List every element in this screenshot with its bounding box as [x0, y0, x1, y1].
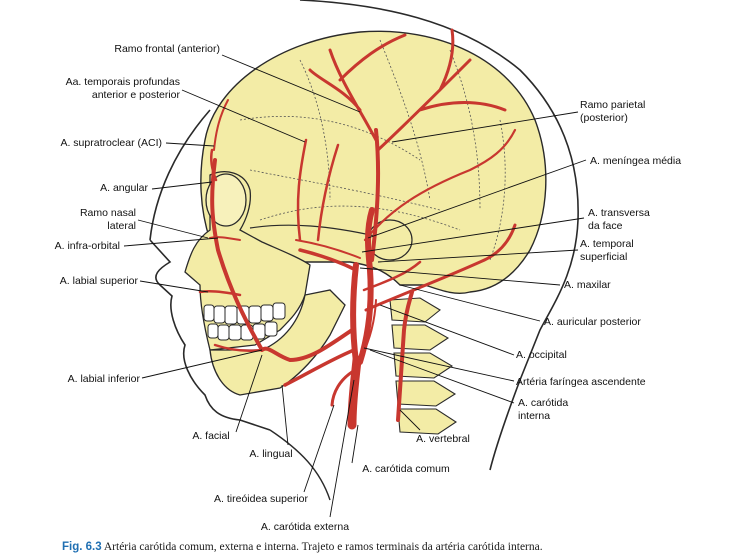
artery-carotida-comum: [347, 355, 362, 430]
label-ramo-parietal-2: (posterior): [580, 112, 628, 124]
artery-labial-inferior: [213, 343, 264, 353]
leader-lines: [123, 54, 587, 518]
label-tireoidea-superior: A. tireóidea superior: [214, 493, 308, 505]
artery-infra-orbital: [209, 236, 241, 241]
artery-temporal-superficial: [370, 128, 381, 262]
artery-carotida-interna: [357, 207, 375, 365]
label-temporais-profundas-2: anterior e posterior: [91, 89, 180, 101]
label-carotida-externa: A. carótida externa: [260, 521, 350, 533]
figure-number: Fig. 6.3: [62, 541, 102, 553]
teeth: [203, 302, 286, 341]
artery-lingual: [283, 348, 356, 387]
artery-transversa-face: [295, 239, 361, 259]
artery-tireoidea-superior: [330, 370, 354, 407]
label-nasal-lateral-1: Ramo nasal: [79, 207, 136, 219]
label-labial-inferior: A. labial inferior: [67, 373, 140, 385]
label-temporal-superficial-1: A. temporal: [580, 238, 634, 250]
artery-temporais-profundas: [296, 138, 340, 242]
label-temporal-superficial-2: superficial: [580, 251, 628, 263]
orbit: [205, 173, 247, 227]
label-transversa-face-1: A. transversa: [588, 207, 650, 219]
artery-meningea-media: [363, 128, 517, 242]
label-supratroclear: A. supratroclear (ACI): [60, 137, 162, 149]
label-auricular-posterior: A. auricular posterior: [544, 316, 641, 328]
skull-sutures: [239, 39, 506, 261]
label-carotida-interna-1: A. carótida: [518, 397, 569, 409]
artery-supratroclear: [213, 99, 229, 151]
artery-auricular-posterior: [362, 260, 422, 292]
artery-ramo-frontal: [308, 33, 407, 142]
label-meningea-media: A. meníngea média: [590, 155, 682, 167]
artery-vertebral: [396, 290, 414, 422]
label-occipital: A. occipital: [516, 349, 567, 361]
artery-maxilar: [298, 248, 358, 272]
label-faringea-ascendente: Artéria faríngea ascendente: [516, 376, 646, 388]
artery-occipital: [364, 223, 517, 312]
artery-facial: [210, 158, 354, 362]
label-transversa-face-2: da face: [588, 220, 623, 232]
label-infra-orbital: A. infra-orbital: [54, 240, 120, 252]
label-lingual: A. lingual: [249, 448, 293, 460]
label-temporais-profundas-1: Aa. temporais profundas: [65, 76, 180, 88]
label-nasal-lateral-2: lateral: [107, 220, 136, 232]
label-ramo-frontal: Ramo frontal (anterior): [114, 43, 220, 55]
artery-ramo-parietal: [376, 28, 507, 152]
label-labial-superior: A. labial superior: [59, 275, 138, 287]
label-carotida-interna-2: interna: [518, 410, 551, 422]
zygomatic-arch: [249, 224, 376, 237]
label-facial: A. facial: [192, 430, 230, 442]
figure-caption-text: Artéria carótida comum, externa e intern…: [103, 541, 543, 553]
cervical-vertebrae: [389, 297, 458, 435]
neck-outline: [269, 429, 331, 501]
figure-caption: Fig. 6.3 Artéria carótida comum, externa…: [62, 541, 543, 553]
artery-faringea-ascendente: [361, 299, 377, 356]
artery-angular: [209, 148, 218, 182]
head-outline: [149, 0, 579, 471]
label-maxilar: A. maxilar: [564, 279, 611, 291]
label-carotida-comum: A. carótida comum: [362, 463, 450, 475]
artery-carotida-externa: [350, 262, 359, 365]
arteries: [198, 28, 517, 430]
label-ramo-parietal-1: Ramo parietal: [580, 99, 646, 111]
label-angular: A. angular: [100, 182, 148, 194]
artery-labial-superior: [198, 289, 242, 297]
label-vertebral: A. vertebral: [416, 433, 470, 445]
